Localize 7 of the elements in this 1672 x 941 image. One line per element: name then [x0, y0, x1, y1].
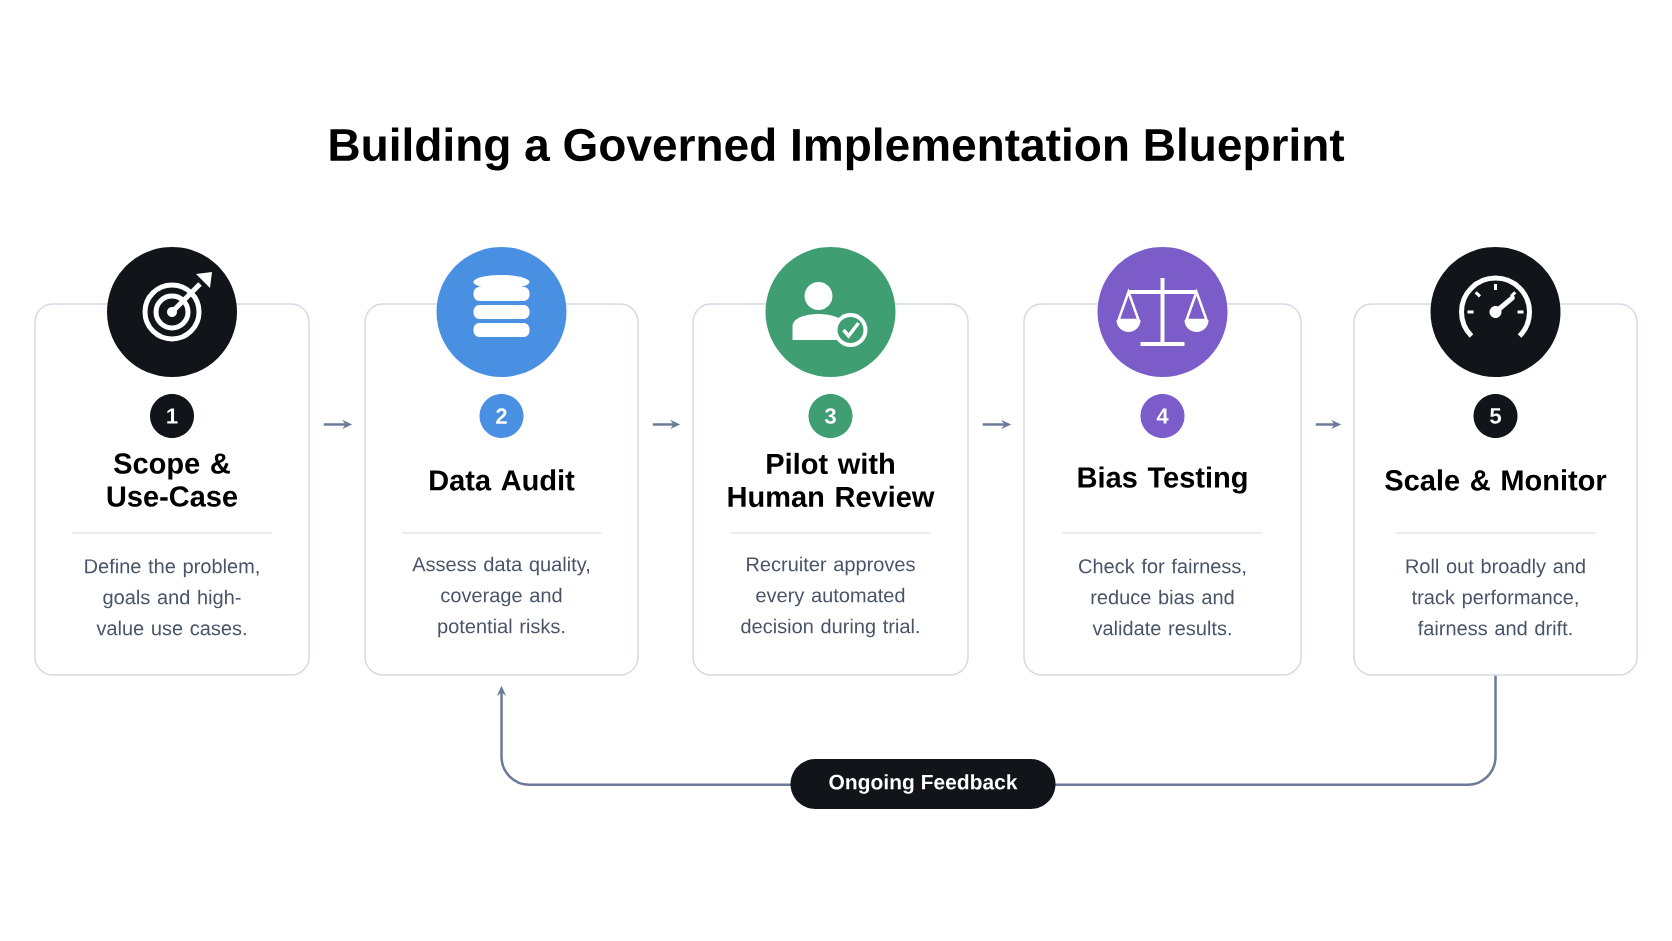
- title: Building a Governed Implementation Blueprint: [330, 127, 1345, 171]
- number-badge: 2: [479, 394, 524, 438]
- edge-label: Ongoing Feedback: [790, 759, 1056, 809]
- number-badge: 1: [150, 394, 194, 438]
- number-badge: 3: [808, 394, 853, 438]
- number-badge: 4: [1140, 394, 1185, 438]
- number-badge: 5: [1473, 394, 1518, 438]
